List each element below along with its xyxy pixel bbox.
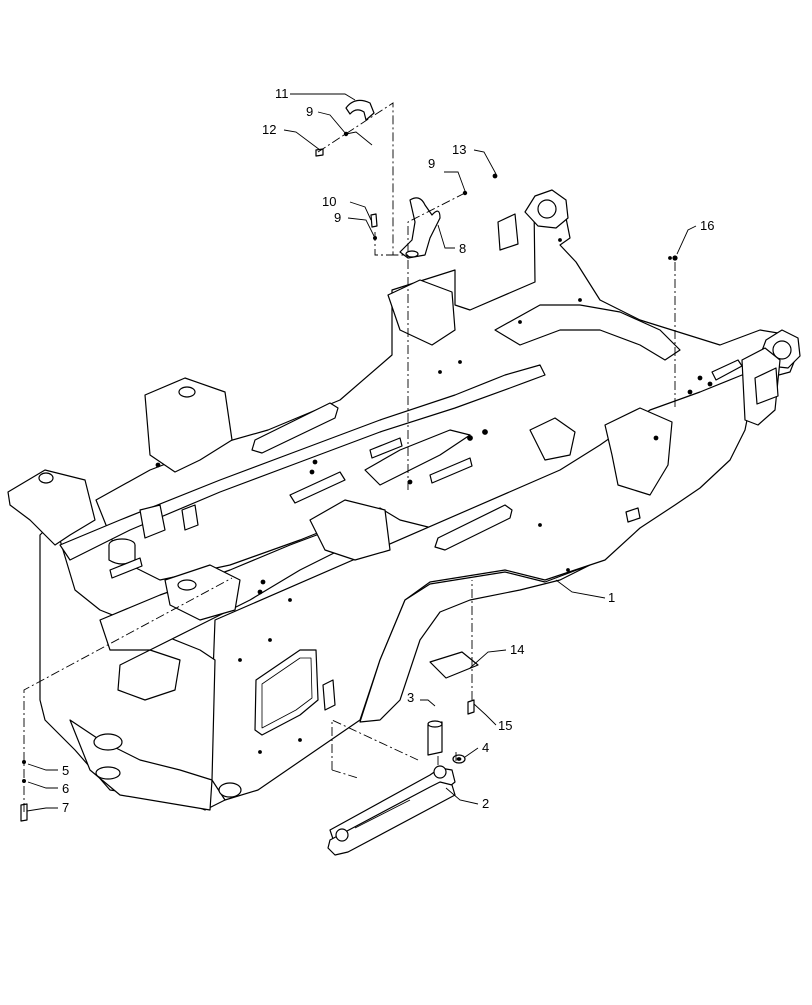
callout-8: 8 [459,241,466,256]
right-box-bracket [604,407,673,496]
callout-10: 10 [322,194,336,209]
floor-bracket [117,649,181,701]
lower-bracket-plate [69,719,213,811]
left-mount-bracket-2 [7,469,96,546]
callout-5: 5 [62,763,69,778]
callout-16: 16 [700,218,714,233]
callout-13: 13 [452,142,466,157]
callout-9b: 9 [428,156,435,171]
right-inner-bracket [529,417,576,461]
callout-2: 2 [482,796,489,811]
frame-holes [155,238,713,754]
inspection-window [254,649,319,736]
small-hardware [315,131,498,240]
lower-cross-bracket [164,564,241,621]
callout-1: 1 [608,590,615,605]
centerlines [23,102,676,812]
link-bar [327,765,456,856]
nut [452,754,466,764]
stack-hardware [20,760,28,822]
callout-6: 6 [62,781,69,796]
frame-tabs [109,213,779,579]
callout-9a: 9 [306,104,313,119]
frame-slot-1 [251,402,339,454]
callout-12: 12 [262,122,276,137]
main-frame [7,189,801,811]
pin [427,720,443,756]
left-mount-bracket [144,377,233,473]
frame-slot-4 [322,679,336,711]
callout-3: 3 [407,690,414,705]
pipe-clamp [345,99,375,121]
filler-neck [108,538,136,565]
callout-9c: 9 [334,210,341,225]
upper-mount-bracket [387,279,456,346]
callout-11: 11 [275,86,289,101]
retainer-bracket [399,197,441,259]
cover-plate [429,651,479,679]
frame-slot-2 [434,504,513,551]
bolt-16 [672,255,678,261]
callouts: 1 2 3 4 5 6 7 8 9 9 9 10 11 12 13 14 15 … [62,86,714,815]
frame-cutout [359,564,591,723]
center-mount-bracket [309,499,391,561]
upper-cross-member [59,364,546,561]
callout-15: 15 [498,718,512,733]
callout-4: 4 [482,740,489,755]
callout-14: 14 [510,642,524,657]
callout-7: 7 [62,800,69,815]
bolt-15 [467,699,475,715]
leader-lines [26,93,697,812]
center-rail [494,304,681,361]
center-rail-lower [364,429,471,486]
